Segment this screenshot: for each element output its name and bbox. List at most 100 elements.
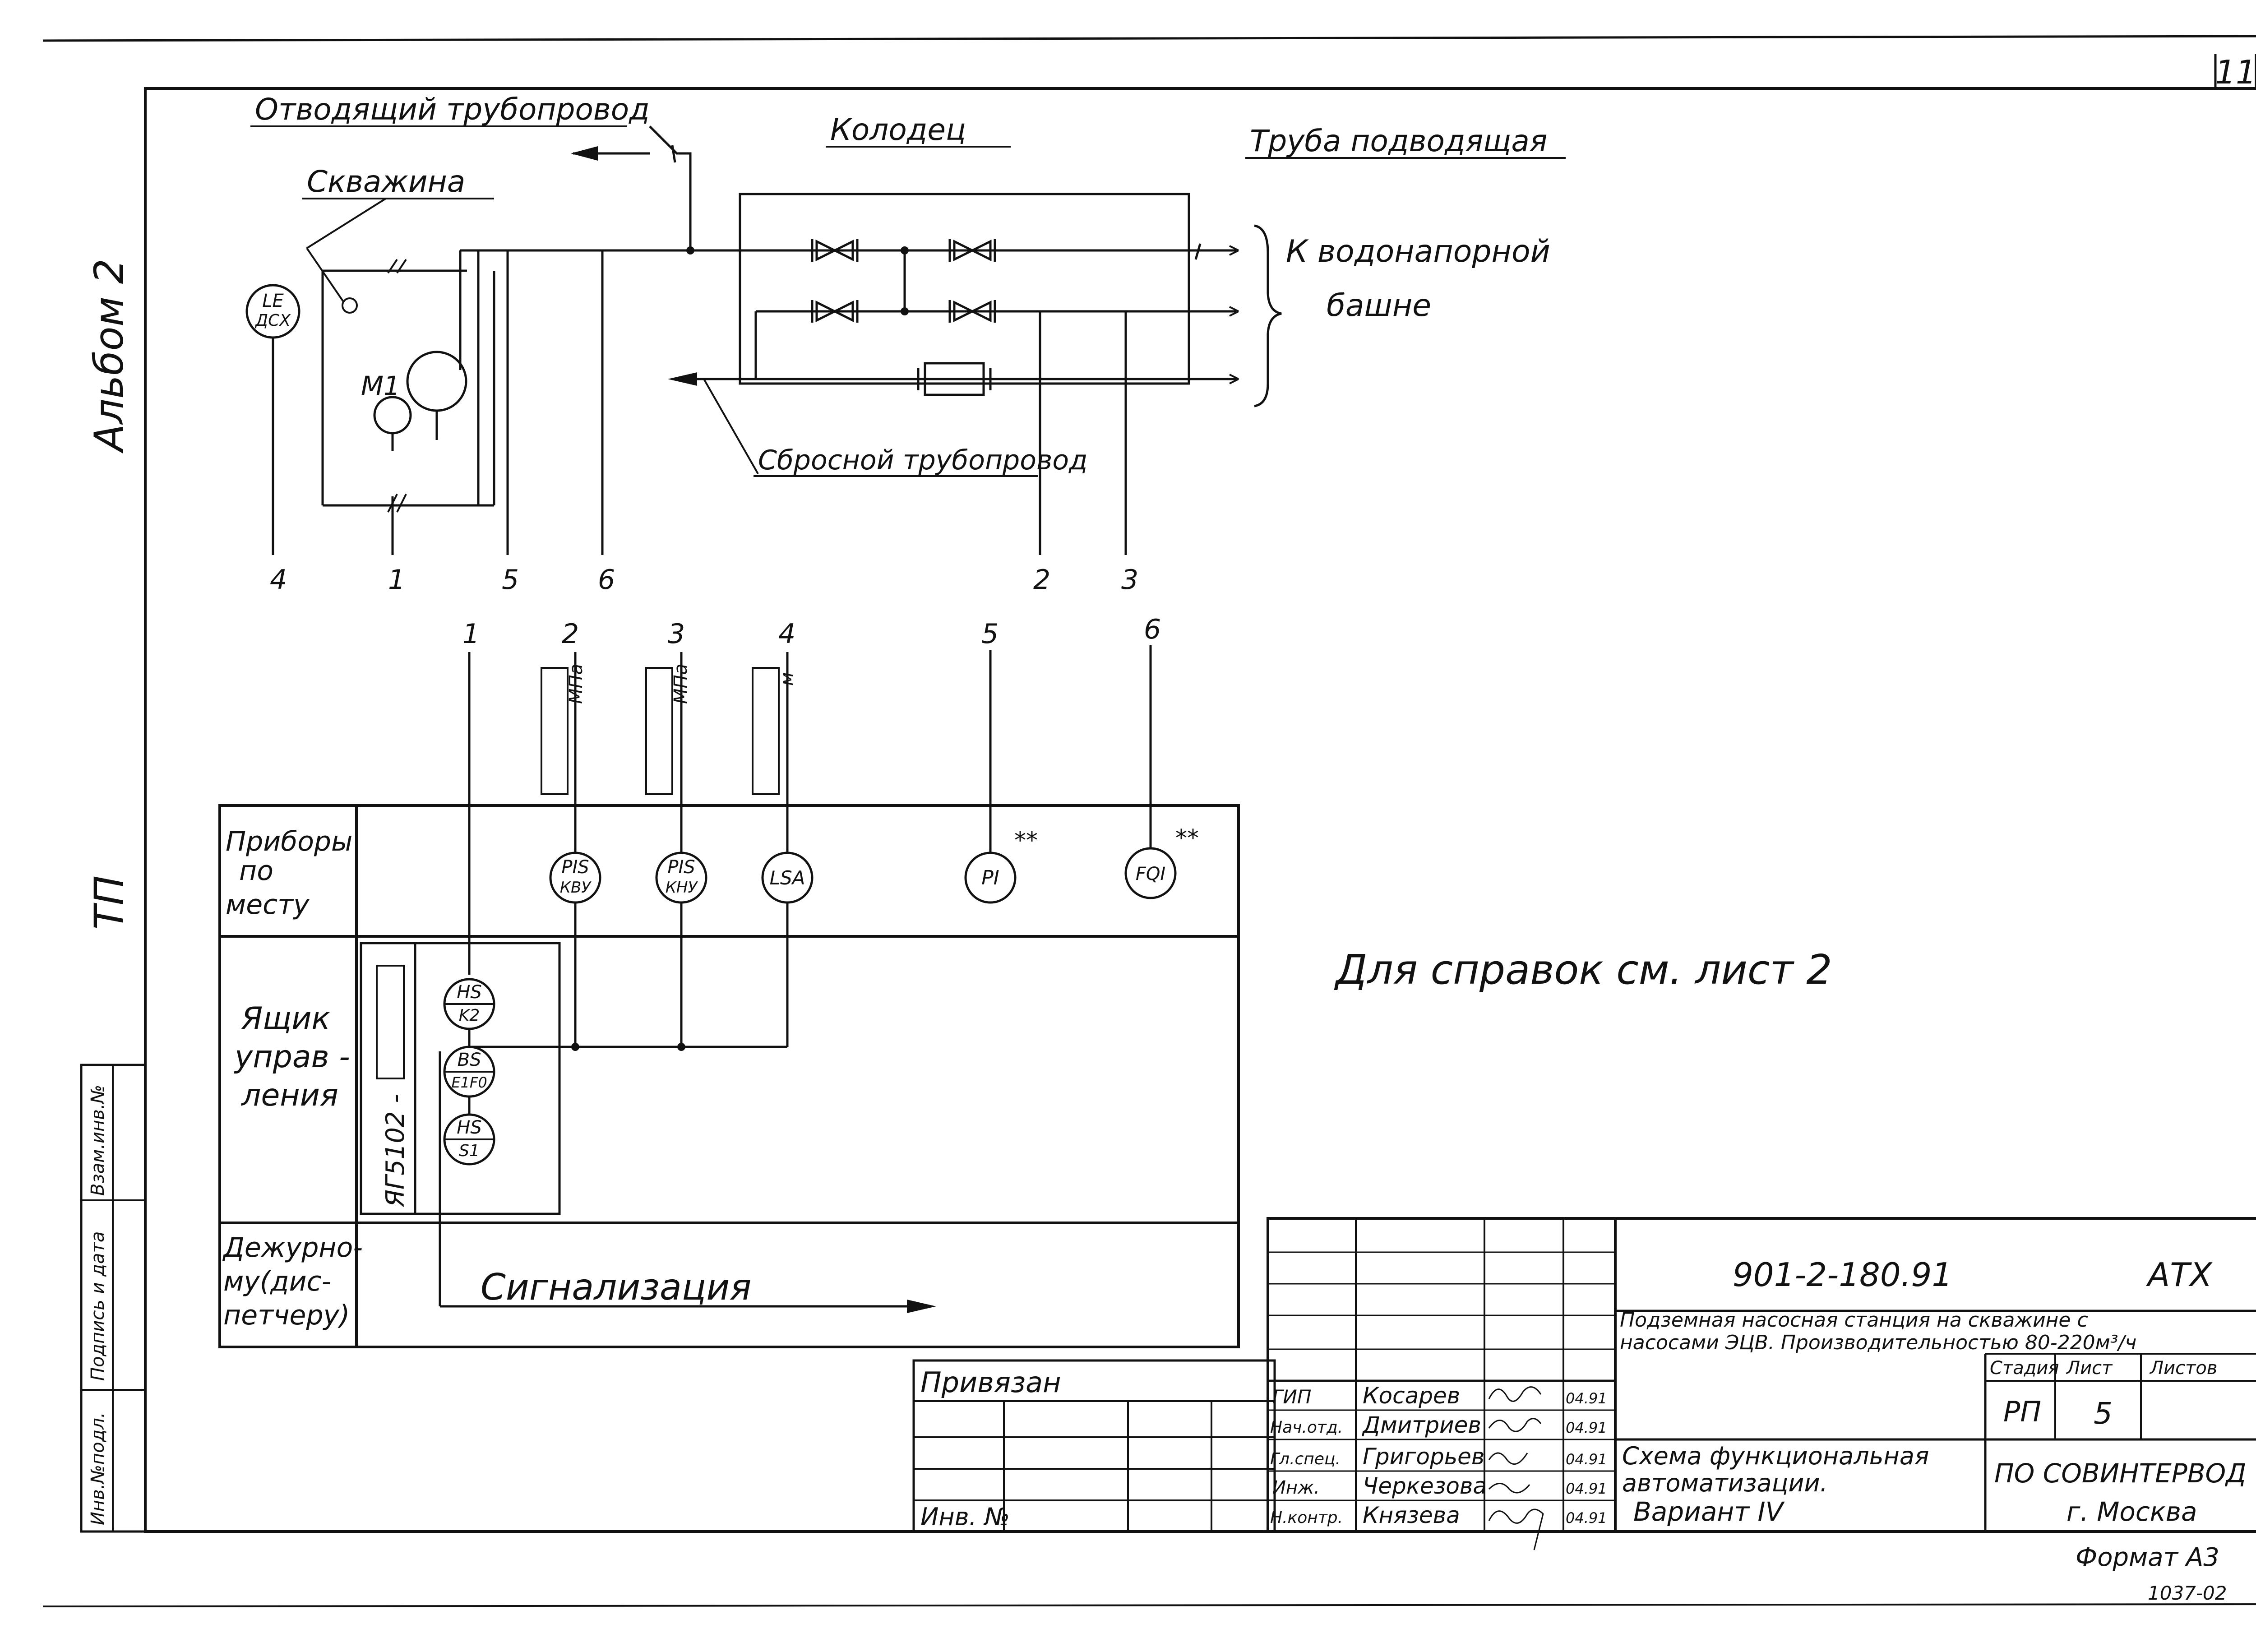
svg-text:Косарев: Косарев bbox=[1363, 1383, 1460, 1409]
series-label: ТП bbox=[86, 875, 132, 930]
discharge-pipe-label: Сбросной трубопровод bbox=[758, 444, 1088, 476]
process-diagram: Отводящий трубопровод Колодец Труба подв… bbox=[245, 92, 1566, 596]
svg-text:2: 2 bbox=[1033, 564, 1050, 596]
instrument-pi: PI ** bbox=[964, 827, 1038, 904]
svg-text:04.91: 04.91 bbox=[1566, 1480, 1607, 1497]
format-label: Формат А3 bbox=[2076, 1543, 2219, 1572]
stamp-signature-date: Подпись и дата bbox=[88, 1231, 108, 1381]
svg-text:ДСХ: ДСХ bbox=[254, 311, 291, 330]
svg-text:S1: S1 bbox=[459, 1142, 480, 1160]
svg-text:1: 1 bbox=[462, 618, 480, 650]
svg-text:2: 2 bbox=[562, 618, 579, 650]
svg-text:Стадия: Стадия bbox=[1990, 1358, 2059, 1379]
instrument-fqi: FQI ** bbox=[1124, 825, 1199, 899]
valve-4 bbox=[948, 300, 996, 323]
signature-3 bbox=[1488, 1452, 1528, 1465]
signature-2 bbox=[1488, 1418, 1542, 1432]
svg-text:04.91: 04.91 bbox=[1566, 1419, 1607, 1436]
valve-2 bbox=[948, 239, 996, 262]
svg-text:Григорьев: Григорьев bbox=[1363, 1444, 1484, 1470]
linked-block: Привязан Инв. № bbox=[912, 1359, 1276, 1533]
svg-text:HS: HS bbox=[457, 982, 481, 1003]
panel-type-label: ЯГ5102 - bbox=[381, 1094, 410, 1208]
svg-text:PIS: PIS bbox=[667, 857, 695, 878]
doc-code: 901-2-180.91 bbox=[1733, 1256, 1952, 1294]
org-line-2: г. Москва bbox=[2066, 1496, 2197, 1527]
top-trim-line bbox=[42, 35, 2256, 42]
row-field-line2: по bbox=[239, 855, 273, 887]
page-number: 11 bbox=[2215, 53, 2256, 91]
row-panel-line1: Ящик bbox=[241, 1001, 330, 1037]
svg-text:Листов: Листов bbox=[2149, 1358, 2217, 1379]
bottom-trim-line bbox=[42, 1603, 2256, 1607]
drawing-title-1: Схема функциональная bbox=[1622, 1442, 1929, 1470]
svg-text:3: 3 bbox=[1121, 564, 1138, 596]
album-label: Альбом 2 bbox=[86, 259, 132, 453]
instrument-table: Приборы по месту Ящик управ - ления Дежу… bbox=[218, 614, 1240, 1348]
svg-text:04.91: 04.91 bbox=[1566, 1390, 1607, 1407]
svg-text:Князева: Князева bbox=[1363, 1502, 1460, 1528]
svg-text:HS: HS bbox=[457, 1117, 481, 1138]
row-operator-line3: петчеру) bbox=[223, 1300, 350, 1331]
row-operator-line1: Дежурно- bbox=[222, 1232, 363, 1263]
svg-text:LE: LE bbox=[262, 291, 284, 311]
svg-text:Гл.спец.: Гл.спец. bbox=[1270, 1450, 1341, 1468]
drawing-title-2: автоматизации. bbox=[1622, 1469, 1828, 1497]
margin-stamp: Инв.№подл. Подпись и дата Взам.инв.№ bbox=[80, 1064, 147, 1533]
linked-inv: Инв. № bbox=[920, 1503, 1010, 1531]
svg-text:Н.контр.: Н.контр. bbox=[1270, 1509, 1343, 1527]
svg-text:Дмитриев: Дмитриев bbox=[1362, 1412, 1481, 1438]
row-panel-line3: ления bbox=[240, 1078, 338, 1113]
svg-text:Лист: Лист bbox=[2066, 1358, 2113, 1379]
svg-text:3: 3 bbox=[668, 618, 685, 650]
row-field-line1: Приборы bbox=[226, 826, 352, 857]
svg-text:FQI: FQI bbox=[1136, 864, 1165, 884]
flow-meter-insert bbox=[917, 362, 992, 396]
signature-1 bbox=[1488, 1386, 1542, 1402]
svg-text:4: 4 bbox=[270, 564, 287, 596]
svg-text:КНУ: КНУ bbox=[666, 879, 698, 897]
svg-text:Инж.: Инж. bbox=[1272, 1477, 1320, 1498]
to-tower-label-2: башне bbox=[1327, 288, 1431, 324]
project-line-2: насосами ЭЦВ. Производительностью 80-220… bbox=[1620, 1331, 2136, 1354]
control-box bbox=[360, 942, 561, 1215]
row-operator-line2: му(дис- bbox=[223, 1266, 331, 1297]
svg-text:PI: PI bbox=[981, 866, 999, 889]
svg-text:**: ** bbox=[1175, 825, 1199, 852]
svg-text:Нач.отд.: Нач.отд. bbox=[1270, 1418, 1343, 1437]
svg-text:PIS: PIS bbox=[561, 857, 589, 878]
stage-value: РП bbox=[2003, 1395, 2041, 1428]
well-chamber-box bbox=[739, 193, 1190, 385]
project-line-1: Подземная насосная станция на скважине с bbox=[1620, 1309, 2088, 1332]
valve-3 bbox=[811, 300, 859, 323]
svg-text:E1F0: E1F0 bbox=[451, 1074, 487, 1091]
signature-4 bbox=[1488, 1483, 1530, 1494]
panel-bs-e1f0: BS E1F0 bbox=[443, 1046, 495, 1098]
svg-text:КВУ: КВУ bbox=[560, 879, 592, 897]
bottom-code: 1037-02 bbox=[2148, 1582, 2227, 1604]
svg-text:ГИП: ГИП bbox=[1272, 1386, 1311, 1408]
svg-text:04.91: 04.91 bbox=[1566, 1509, 1607, 1527]
svg-text:**: ** bbox=[1014, 827, 1038, 854]
svg-text:5: 5 bbox=[502, 564, 519, 596]
svg-text:1: 1 bbox=[388, 564, 405, 596]
inlet-pipe-label: Труба подводящая bbox=[1250, 124, 1547, 158]
svg-text:4: 4 bbox=[778, 618, 795, 650]
instrument-lsa: LSA bbox=[761, 851, 814, 904]
svg-text:04.91: 04.91 bbox=[1566, 1451, 1607, 1468]
sheet-value: 5 bbox=[2094, 1396, 2113, 1431]
reference-note: Для справок см. лист 2 bbox=[1334, 946, 1832, 994]
svg-text:6: 6 bbox=[598, 564, 615, 596]
svg-text:LSA: LSA bbox=[770, 867, 805, 889]
outlet-pipe-label: Отводящий трубопровод bbox=[255, 92, 650, 127]
row-field-line3: месту bbox=[226, 889, 310, 921]
linked-title: Привязан bbox=[920, 1366, 1061, 1399]
stamp-replaced-inv: Взам.инв.№ bbox=[88, 1085, 108, 1196]
to-tower-label-1: К водонапорной bbox=[1286, 234, 1550, 269]
svg-text:BS: BS bbox=[458, 1050, 481, 1070]
valve-1 bbox=[811, 239, 859, 262]
org-line-1: ПО СОВИНТЕРВОД bbox=[1994, 1458, 2246, 1489]
svg-text:6: 6 bbox=[1144, 614, 1161, 645]
stamp-inv-original: Инв.№подл. bbox=[88, 1412, 108, 1525]
